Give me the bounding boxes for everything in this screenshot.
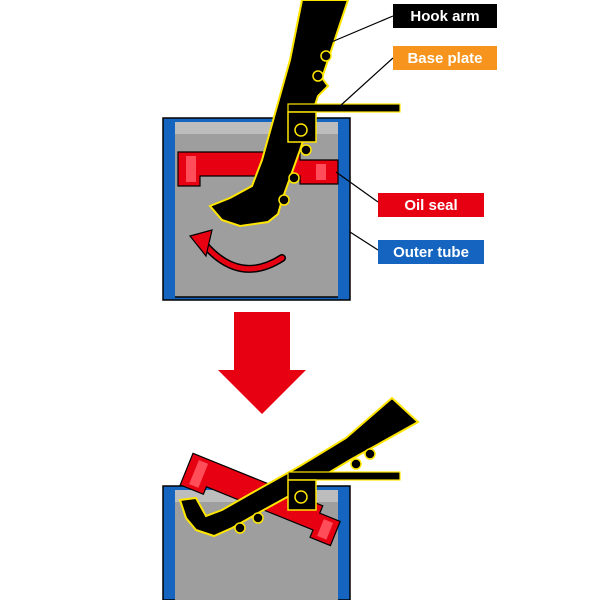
rotation-arrow	[188, 229, 286, 273]
base-plate-top	[287, 103, 401, 143]
outer-tube-label-text: Outer tube	[393, 244, 469, 261]
label-base-plate: Base plate	[393, 46, 497, 70]
before-step-illustration	[162, 0, 401, 301]
oil-seal-label-text: Oil seal	[404, 197, 457, 214]
hook-arm-label-text: Hook arm	[410, 8, 479, 25]
label-outer-tube: Outer tube	[378, 240, 484, 264]
base-plate-label-text: Base plate	[407, 50, 482, 67]
label-oil-seal: Oil seal	[378, 193, 484, 217]
base-plate-bottom	[287, 471, 401, 511]
after-step-illustration	[162, 396, 420, 600]
leader-lines	[321, 15, 394, 251]
label-hook-arm: Hook arm	[393, 4, 497, 28]
step-down-arrow	[218, 312, 306, 414]
hook-arm-top	[208, 0, 350, 228]
